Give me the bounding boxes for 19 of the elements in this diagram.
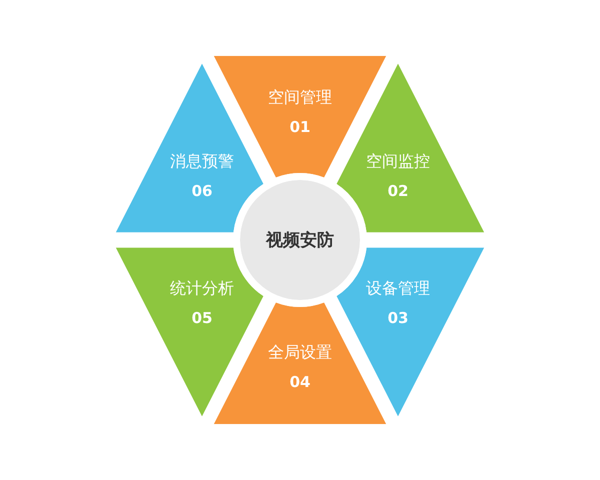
center-circle xyxy=(240,180,360,300)
triangle-segment xyxy=(336,63,485,233)
segment-number: 05 xyxy=(192,309,212,328)
triangle-segment xyxy=(336,247,485,417)
triangle-segment xyxy=(115,247,264,417)
segment-title: 空间监控 xyxy=(366,151,430,172)
segment-number: 03 xyxy=(388,309,408,328)
triangle-segment xyxy=(115,63,264,233)
segment-number: 01 xyxy=(290,118,310,136)
segment-number: 02 xyxy=(388,182,408,200)
segment-title: 空间管理 xyxy=(268,87,332,108)
segment-title: 统计分析 xyxy=(170,278,234,300)
segment-number: 06 xyxy=(192,182,212,200)
center-label: 视频安防 xyxy=(266,230,334,252)
segment-title: 设备管理 xyxy=(366,278,430,300)
segment-title: 全局设置 xyxy=(268,342,332,364)
triangle-segment xyxy=(213,302,387,425)
segment-title: 消息预警 xyxy=(170,151,234,172)
segment-number: 04 xyxy=(290,373,310,392)
